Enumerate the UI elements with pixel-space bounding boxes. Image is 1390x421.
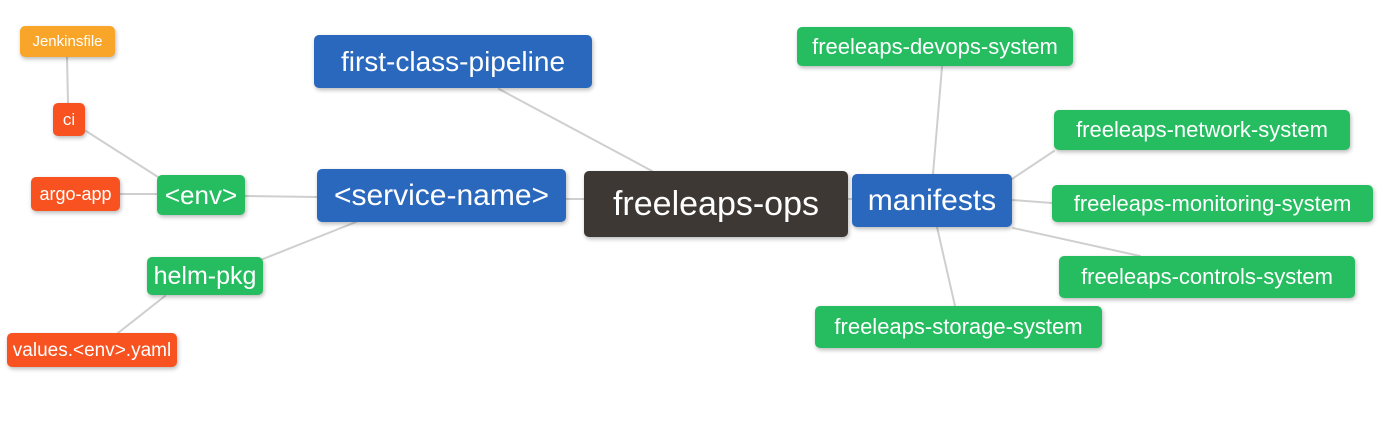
edge-manifests-to-freeleaps-monitoring-system bbox=[1011, 199, 1053, 204]
edge-manifests-to-freeleaps-network-system bbox=[1011, 150, 1055, 180]
edge-values-env-yaml-to-helm-pkg bbox=[117, 295, 166, 334]
mindmap-node-service-name[interactable]: <service-name> bbox=[317, 169, 566, 222]
mindmap-node-argo-app[interactable]: argo-app bbox=[31, 177, 120, 211]
edge-env-to-service-name bbox=[244, 195, 318, 198]
mindmap-node-values-env-yaml[interactable]: values.<env>.yaml bbox=[7, 333, 177, 367]
mindmap-node-env[interactable]: <env> bbox=[157, 175, 245, 215]
mindmap-node-freeleaps-controls-system[interactable]: freeleaps-controls-system bbox=[1059, 256, 1355, 298]
mindmap-node-freeleaps-storage-system[interactable]: freeleaps-storage-system bbox=[815, 306, 1102, 348]
edge-manifests-to-freeleaps-devops-system bbox=[932, 66, 943, 175]
edge-manifests-to-freeleaps-storage-system bbox=[936, 226, 956, 307]
mindmap-node-first-class-pipeline[interactable]: first-class-pipeline bbox=[314, 35, 592, 88]
mindmap-node-ci[interactable]: ci bbox=[53, 103, 85, 136]
mindmap-node-freeleaps-monitoring-system[interactable]: freeleaps-monitoring-system bbox=[1052, 185, 1373, 222]
mindmap-node-helm-pkg[interactable]: helm-pkg bbox=[147, 257, 263, 295]
edge-helm-pkg-to-service-name bbox=[262, 221, 357, 260]
mindmap-node-freeleaps-ops[interactable]: freeleaps-ops bbox=[584, 171, 848, 237]
mindmap-node-manifests[interactable]: manifests bbox=[852, 174, 1012, 227]
mindmap-node-freeleaps-network-system[interactable]: freeleaps-network-system bbox=[1054, 110, 1350, 150]
edge-jenkinsfile-to-ci bbox=[66, 56, 69, 104]
edge-ci-to-env bbox=[85, 130, 159, 178]
edge-manifests-to-freeleaps-controls-system bbox=[1012, 227, 1141, 257]
mindmap-node-jenkinsfile[interactable]: Jenkinsfile bbox=[20, 26, 115, 57]
edge-first-class-pipeline-to-freeleaps-ops bbox=[498, 88, 653, 172]
mindmap-node-freeleaps-devops-system[interactable]: freeleaps-devops-system bbox=[797, 27, 1073, 66]
